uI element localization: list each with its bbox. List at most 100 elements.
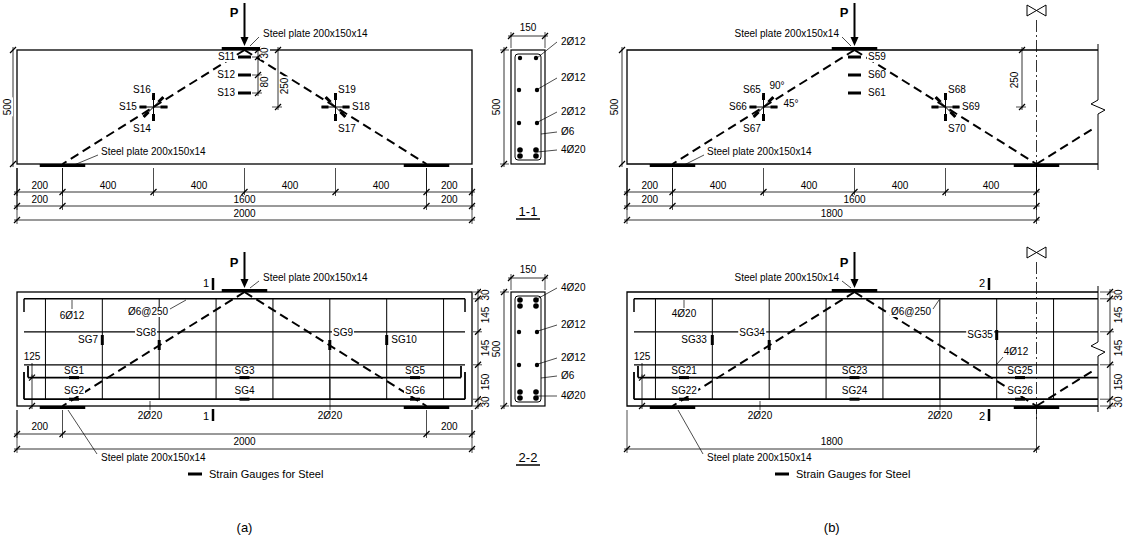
- dimension-label: 400: [281, 181, 300, 191]
- rebar-label: 2Ø12: [560, 320, 586, 330]
- strain-gauge: [238, 74, 251, 77]
- extension-line: [511, 32, 512, 48]
- dimension-label: 90°: [768, 81, 785, 91]
- extension-line: [511, 274, 512, 290]
- strut-line: [673, 292, 855, 406]
- dimension-label: 400: [982, 181, 1001, 191]
- rosette-gauge: [771, 106, 778, 109]
- stirrup: [386, 299, 387, 399]
- steel-plate: [832, 47, 878, 50]
- gauge-label: SG26: [1006, 386, 1034, 396]
- gauge-label: S65: [742, 85, 762, 95]
- break-line: [1091, 44, 1105, 170]
- gauge-label: SG33: [680, 335, 708, 345]
- strain-gauge: [848, 74, 861, 77]
- rebar-dot: [517, 389, 523, 395]
- dimension-label: 145: [1114, 339, 1124, 358]
- dimension-label: 200: [440, 195, 459, 205]
- load-arrowhead: [851, 279, 859, 288]
- dimension-line: [14, 220, 475, 221]
- rebar-dot: [533, 303, 539, 309]
- gauge-label: SG24: [841, 386, 869, 396]
- rebar-label: Ø6: [560, 371, 575, 381]
- extension-line: [17, 410, 18, 453]
- rosette-gauge: [762, 93, 765, 100]
- extension-line: [545, 32, 546, 48]
- stirrup: [712, 299, 713, 399]
- extension-line: [1036, 410, 1037, 453]
- dimension-line: [624, 449, 1040, 450]
- rebar-hook: [27, 366, 29, 378]
- strut-line: [245, 292, 427, 406]
- extension-line: [545, 274, 546, 290]
- rebar-dot: [535, 330, 539, 334]
- leader-line: [684, 155, 704, 165]
- rebar-label: 4Ø12: [1003, 347, 1029, 357]
- leader-line: [330, 379, 331, 410]
- load-arrowhead: [241, 37, 249, 46]
- strut-line: [1037, 129, 1093, 164]
- dimension-label: 2000: [232, 209, 256, 219]
- gauge-label: S69: [961, 102, 981, 112]
- extension-line: [1100, 399, 1114, 400]
- dimension-label: 200: [30, 195, 49, 205]
- plate-label: Steel plate 200x150x14: [100, 453, 207, 463]
- gauge-label: S18: [351, 102, 371, 112]
- gauge-label: S15: [118, 102, 138, 112]
- dimension-label: 400: [372, 181, 391, 191]
- legend-text: Strain Gauges for Steel: [208, 469, 324, 480]
- extension-line: [1016, 107, 1026, 108]
- rebar-dot: [533, 297, 539, 303]
- leader-line: [537, 288, 557, 299]
- dimension-label: 400: [190, 181, 209, 191]
- load-label: P: [839, 256, 850, 269]
- gauge-label: S59: [867, 52, 887, 62]
- beam-outline: [627, 292, 1098, 406]
- strain-gauge: [240, 376, 250, 379]
- steel-plate: [404, 164, 450, 167]
- rebar-hook: [464, 299, 466, 312]
- dimension-line: [14, 449, 475, 450]
- load-arrow: [854, 252, 856, 280]
- steel-plate: [40, 164, 86, 167]
- rebar: [634, 298, 1098, 300]
- rebar-dot: [517, 88, 521, 92]
- rebar-hook: [23, 372, 25, 399]
- stirrup-section: [515, 296, 541, 402]
- stirrup: [882, 299, 883, 399]
- stirrup: [45, 299, 46, 399]
- leader-line: [538, 112, 557, 122]
- gauge-label: SG25: [1006, 366, 1034, 376]
- rebar-label: 2Ø20: [137, 411, 163, 421]
- leader-line: [538, 325, 557, 331]
- dimension-label: 200: [640, 181, 659, 191]
- dimension-label: 200: [440, 422, 459, 432]
- dimension-label: 145: [481, 339, 491, 358]
- leader-line: [250, 281, 259, 288]
- dimension-line: [278, 47, 279, 110]
- dimension-label: 500: [492, 340, 502, 359]
- stirrup: [996, 299, 997, 399]
- rebar-dot: [517, 303, 523, 309]
- leader-line: [72, 300, 73, 309]
- load-label: P: [229, 256, 240, 269]
- gauge-label: S14: [132, 124, 152, 134]
- dimension-label: 1800: [820, 437, 844, 447]
- gauge-label: SG1: [63, 366, 85, 376]
- dimension-label: 150: [481, 373, 491, 392]
- dimension-line: [504, 47, 505, 167]
- dimension-label: 150: [1114, 373, 1124, 392]
- strain-gauge: [848, 92, 861, 95]
- strain-gauge: [711, 335, 714, 345]
- stirrup: [655, 299, 656, 399]
- dimension-label: 30: [481, 288, 491, 301]
- gauge-label: SG9: [332, 328, 354, 338]
- rebar-dot: [518, 56, 522, 60]
- dimension-label: 1600: [842, 195, 866, 205]
- gauge-label: SG6: [404, 386, 426, 396]
- rosette-gauge: [754, 112, 759, 117]
- leader-line: [842, 37, 851, 46]
- extension-line: [1100, 364, 1114, 365]
- symmetry-symbol: [1027, 5, 1046, 16]
